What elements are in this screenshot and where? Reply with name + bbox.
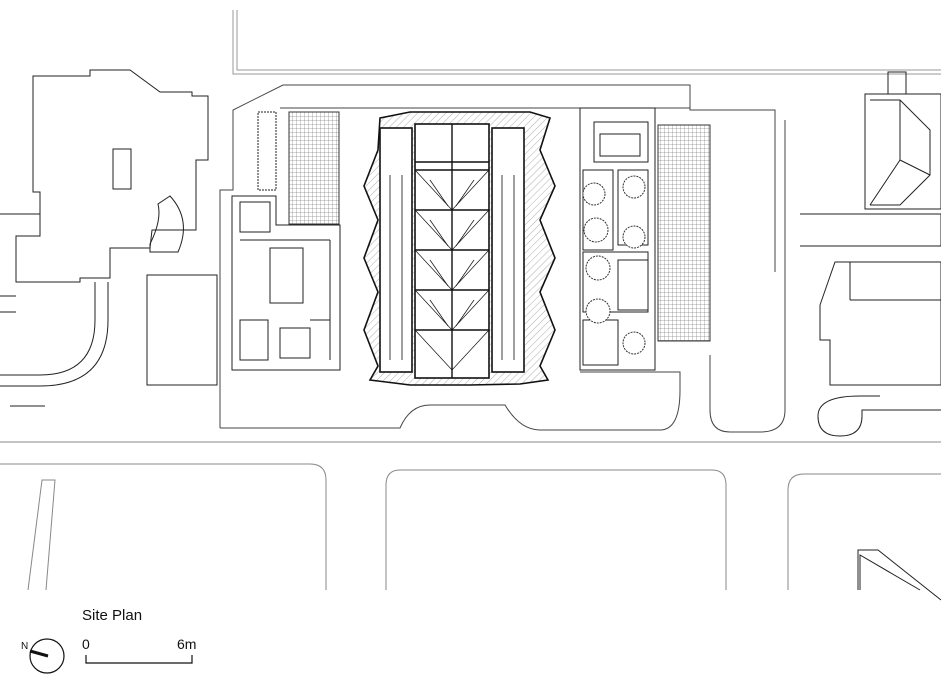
scale-bar	[85, 655, 193, 664]
central-building	[363, 111, 556, 386]
street-curbs	[0, 441, 941, 601]
right-neighbor-buildings	[800, 71, 941, 437]
north-label: N	[21, 641, 29, 652]
drawing-title: Site Plan	[82, 607, 143, 624]
scale-start-label: 0	[82, 636, 90, 652]
left-neighbor-buildings	[15, 69, 218, 386]
right-garden-courtyard	[579, 107, 711, 371]
north-arrow	[29, 638, 65, 674]
left-streets	[0, 213, 109, 407]
garden-trees	[582, 175, 646, 355]
left-courtyard-house	[231, 111, 341, 371]
top-boundary	[232, 10, 941, 75]
scale-end-label: 6m	[177, 636, 197, 652]
